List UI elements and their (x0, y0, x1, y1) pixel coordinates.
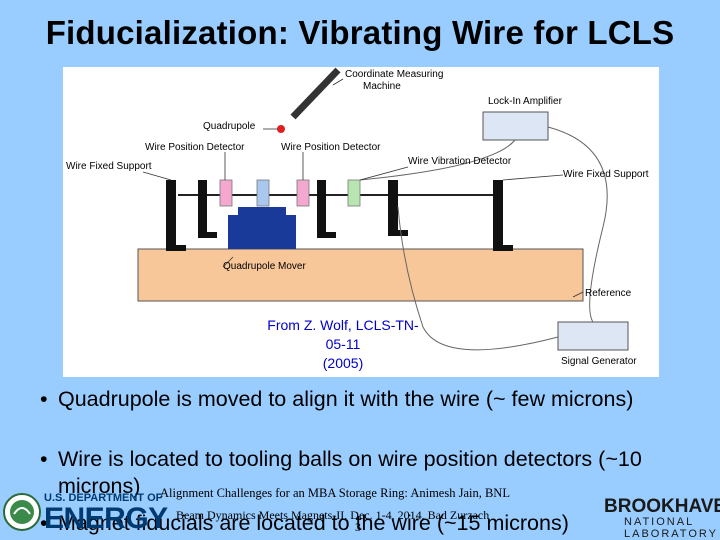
label-quadrupole-mover: Quadrupole Mover (223, 261, 306, 272)
leader-fixed-left (142, 171, 172, 181)
label-reference: Reference (585, 288, 632, 299)
label-cmm-machine: Machine (363, 81, 401, 92)
vibrating-wire-diagram: Coordinate Measuring Machine Lock-In Amp… (63, 67, 659, 377)
leader-fixed-right (502, 174, 564, 181)
footer-line-1: Alignment Challenges for an MBA Storage … (160, 486, 510, 500)
wire-position-detector-right (296, 179, 310, 207)
left-detector-support (198, 180, 217, 238)
bullet-marker: • (40, 447, 48, 471)
page-number: 3 (355, 520, 361, 534)
doe-logo-line2: ENERGY (44, 502, 168, 535)
label-wpd-left: Wire Position Detector (145, 142, 245, 153)
label-wpd-right: Wire Position Detector (281, 142, 381, 153)
leader-reference (572, 291, 584, 298)
leader-cmm (332, 78, 344, 86)
wire-vibration-detector (347, 179, 361, 207)
label-vibration-detector: Wire Vibration Detector (408, 156, 512, 167)
bullet-item: • Magnet fiducials are located to the wi… (40, 510, 569, 537)
cable-lockin-to-detector (359, 139, 516, 181)
bullet-item: • Quadrupole is moved to align it with t… (40, 386, 633, 413)
bullet-text: Magnet fiducials are located to the wire… (58, 511, 569, 535)
bullet-text: Wire is located to tooling balls on wire… (58, 447, 642, 498)
label-cmm: Coordinate Measuring (345, 69, 443, 80)
cable-siggen-to-support (397, 206, 559, 351)
left-fixed-support (166, 180, 186, 251)
bullet-marker: • (40, 387, 48, 411)
cable-lockin-to-siggen (547, 126, 608, 323)
wire-position-detector-left (219, 179, 233, 207)
quadrupole-magnet-base (228, 215, 296, 249)
quadrupole-magnet-mid (238, 207, 286, 217)
label-fixed-support-left: Wire Fixed Support (66, 161, 152, 172)
caption-line-2: (2005) (322, 355, 364, 371)
right-detector-support (317, 180, 336, 238)
caption-line-1: From Z. Wolf, LCLS-TN-05-11 (267, 317, 419, 352)
label-signal-generator: Signal Generator (561, 356, 637, 367)
diagram-svg: Coordinate Measuring Machine Lock-In Amp… (66, 67, 649, 367)
lock-in-amplifier (482, 111, 549, 141)
figure-caption: From Z. Wolf, LCLS-TN-05-11 (2005) (263, 316, 423, 373)
quadrupole-mover (137, 248, 584, 302)
leader-vibration (359, 166, 409, 181)
bullet-text: Quadrupole is moved to align it with the… (58, 387, 634, 411)
doe-seal-icon (3, 493, 41, 531)
slide-title: Fiducialization: Vibrating Wire for LCLS (45, 14, 675, 51)
doe-logo-line1: U.S. DEPARTMENT OF (44, 492, 163, 504)
wire-position-detector-center (256, 179, 270, 207)
leader-mover (222, 256, 234, 268)
label-lock-in: Lock-In Amplifier (488, 96, 563, 107)
bnl-logo-line2: NATIONAL LABORATORY (624, 516, 718, 540)
label-fixed-support-right: Wire Fixed Support (563, 169, 649, 180)
footer-line-2: Beam Dynamics Meets Magnets-II, Dec. 1-4… (176, 508, 490, 522)
signal-generator (557, 321, 629, 351)
cmm-probe-ball (277, 125, 285, 133)
bullet-item: • Wire is located to tooling balls on wi… (40, 446, 680, 500)
label-quadrupole: Quadrupole (203, 121, 256, 132)
bullet-marker: • (40, 511, 48, 535)
far-right-fixed-support (493, 180, 513, 251)
cmm-arm (290, 67, 341, 120)
